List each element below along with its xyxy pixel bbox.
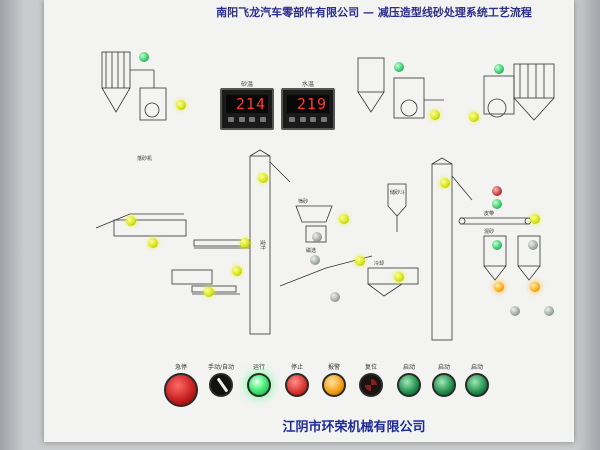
control-start-3-caption: 启动 [470,364,483,371]
indicator-lamp-collector-2 [394,62,404,72]
meter-2-keys[interactable] [289,117,327,123]
label-sieve: 筛砂 [298,198,308,205]
bottom-feeder [171,269,240,295]
control-estop-caption: 急停 [174,364,187,371]
control-reset-caption: 复位 [364,364,377,371]
dust-collector-right [357,57,555,121]
indicator-lamp-feeder-2 [204,287,214,297]
label-cooler: 冷却 [374,260,384,267]
stop-button[interactable] [285,373,309,397]
indicator-lamp-mixer-1 [492,240,502,250]
indicator-lamp-elevator-2 [440,178,450,188]
indicator-lamp-collector-3 [494,64,504,74]
label-storage-hopper: 储砂斗 [390,189,405,196]
control-mode-caption: 手动/自动 [207,364,235,371]
indicator-lamp-belt [355,256,365,266]
bucket-elevator-right [431,157,473,341]
panel-title: 南阳飞龙汽车零部件有限公司 — 减压造型线砂处理系统工艺流程 [216,6,532,19]
indicator-lamp-magnet [312,232,322,242]
indicator-lamp-hopper-alarm [492,186,502,196]
label-belt: 皮带 [484,210,494,217]
mode-selector-switch[interactable] [209,373,233,397]
start-button-3[interactable] [465,373,489,397]
indicator-lamp-shakeout [126,216,136,226]
indicator-lamp-mixer-2 [528,240,538,250]
control-run-caption: 运行 [252,364,265,371]
label-shakeout: 落砂机 [137,155,152,162]
indicator-lamp-cyclone [176,100,186,110]
label-magnet: 磁选 [306,247,316,254]
indicator-lamp-discharge-1 [510,306,520,316]
temperature-meter-2: 水温 219 [281,81,335,130]
indicator-lamp-discharge-2 [544,306,554,316]
indicator-lamp-conveyor [240,238,250,248]
control-alarm: 报警 [319,362,349,397]
run-button[interactable] [247,373,271,397]
start-button-2[interactable] [432,373,456,397]
control-run: 运行 [244,362,274,397]
control-start-3: 启动 [462,362,492,397]
indicator-lamp-filter-1 [430,110,440,120]
indicator-lamp-hopper-ok [492,199,502,209]
control-alarm-caption: 报警 [327,364,340,371]
indicator-lamp-shakeout-2 [148,238,158,248]
meter-1-value: 214 [226,95,268,113]
control-estop: 急停 [164,362,198,407]
control-stop-caption: 停止 [290,364,303,371]
control-reset: 复位 [356,362,386,397]
control-mode: 手动/自动 [206,362,236,397]
shakeout-conveyor [95,213,251,249]
control-start-1-caption: 启动 [402,364,415,371]
start-button-1[interactable] [397,373,421,397]
temperature-meter-1: 砂温 214 [220,81,274,130]
label-mixer: 混砂 [484,228,494,235]
indicator-lamp-cooler-2 [330,292,340,302]
control-panel: 南阳飞龙汽车零部件有限公司 — 减压造型线砂处理系统工艺流程 [44,0,574,442]
control-start-2: 启动 [429,362,459,397]
dust-collector-left [101,51,167,121]
control-stop: 停止 [282,362,312,397]
emergency-stop-button[interactable] [164,373,198,407]
bucket-elevator-left [249,149,291,335]
meter-2-value: 219 [287,95,329,113]
control-start-1: 启动 [394,362,424,397]
mixer-hoppers [458,217,541,281]
indicator-lamp-cooler [394,272,404,282]
indicator-lamp-collector-1 [139,52,149,62]
meter-1-keys[interactable] [228,117,266,123]
indicator-lamp-sieve [339,214,349,224]
indicator-lamp-mixer-belt [530,214,540,224]
indicator-lamp-mixer-1-run [494,282,504,292]
meter-2-caption: 水温 [301,81,314,88]
indicator-lamp-magnet-2 [310,255,320,265]
manufacturer-footer: 江阴市环荣机械有限公司 [282,420,426,435]
indicator-lamp-elevator-1 [258,173,268,183]
reset-button[interactable] [359,373,383,397]
indicator-lamp-mixer-2-run [530,282,540,292]
alarm-button[interactable] [322,373,346,397]
label-elevator: 提升 [259,240,266,250]
meter-1-caption: 砂温 [240,81,253,88]
process-flow-diagram: 落砂机 筛砂 提升 皮带 储砂斗 磁选 冷却 混砂 [95,51,555,341]
control-start-2-caption: 启动 [437,364,450,371]
indicator-lamp-filter-2 [469,112,479,122]
indicator-lamp-feeder [232,266,242,276]
